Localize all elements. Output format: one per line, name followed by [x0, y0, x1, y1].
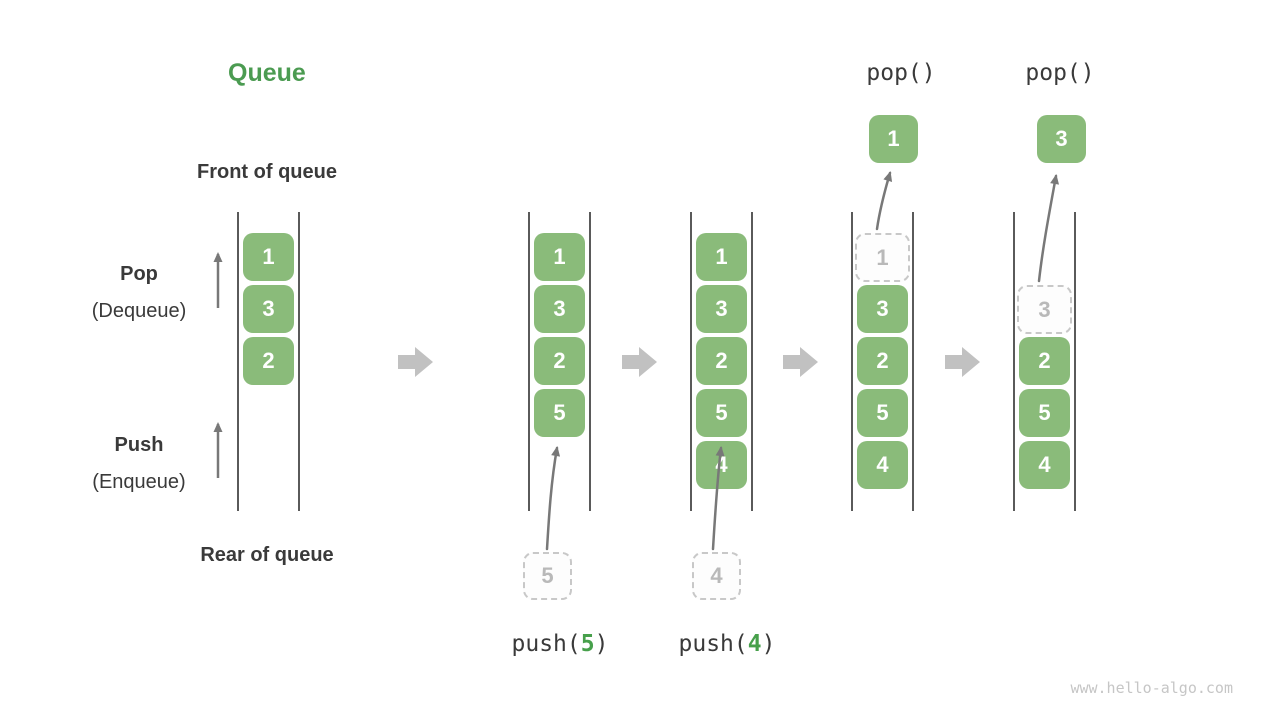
queue-state-4: 1 3 2 5 4: [851, 212, 914, 511]
queue-cell: 5: [1019, 389, 1070, 437]
push-4-code-label: push(4): [678, 631, 776, 657]
queue-cell: 2: [534, 337, 585, 385]
queue-cell-removed: 1: [855, 233, 910, 282]
pop-label: Pop: [120, 263, 158, 285]
pop-code-label: pop(): [866, 60, 936, 86]
pending-push-element: 4: [692, 552, 741, 600]
queue-cell: 1: [696, 233, 747, 281]
queue-cell: 4: [1019, 441, 1070, 489]
queue-left-rail: [1013, 212, 1015, 511]
pending-push-element: 5: [523, 552, 572, 600]
queue-state-5: 3 2 5 4: [1013, 212, 1076, 511]
next-state-arrow-icon: [945, 347, 980, 377]
queue-left-rail: [690, 212, 692, 511]
queue-left-rail: [237, 212, 239, 511]
queue-left-rail: [528, 212, 530, 511]
queue-cell: 3: [534, 285, 585, 333]
queue-cell: 5: [857, 389, 908, 437]
queue-cell: 5: [696, 389, 747, 437]
next-state-arrow-icon: [783, 347, 818, 377]
rear-of-queue-label: Rear of queue: [200, 544, 334, 566]
queue-cell: 5: [534, 389, 585, 437]
queue-right-rail: [751, 212, 753, 511]
queue-cell: 1: [243, 233, 294, 281]
queue-right-rail: [589, 212, 591, 511]
push-label: Push: [114, 434, 164, 456]
pop-operation-label: Pop (Dequeue): [59, 262, 219, 323]
queue-cell-removed: 3: [1017, 285, 1072, 334]
queue-cell: 1: [534, 233, 585, 281]
popped-element: 3: [1037, 115, 1086, 163]
queue-cell: 3: [696, 285, 747, 333]
pop-code-label: pop(): [1025, 60, 1095, 86]
queue-state-2: 1 3 2 5: [528, 212, 591, 511]
queue-right-rail: [1074, 212, 1076, 511]
dequeue-label: (Dequeue): [91, 300, 187, 322]
diagram-title: Queue: [228, 59, 306, 87]
enqueue-label: (Enqueue): [92, 471, 186, 493]
watermark: www.hello-algo.com: [1070, 679, 1233, 697]
queue-state-1: 1 3 2: [237, 212, 300, 511]
push-operation-label: Push (Enqueue): [59, 433, 219, 494]
queue-right-rail: [912, 212, 914, 511]
popped-element: 1: [869, 115, 918, 163]
queue-cell: 4: [696, 441, 747, 489]
front-of-queue-label: Front of queue: [197, 161, 337, 183]
push-5-code-label: push(5): [511, 631, 609, 657]
next-state-arrow-icon: [622, 347, 657, 377]
queue-cell: 2: [243, 337, 294, 385]
queue-cell: 3: [857, 285, 908, 333]
next-state-arrow-icon: [398, 347, 433, 377]
queue-left-rail: [851, 212, 853, 511]
queue-cell: 2: [857, 337, 908, 385]
queue-cell: 2: [696, 337, 747, 385]
queue-right-rail: [298, 212, 300, 511]
queue-cell: 3: [243, 285, 294, 333]
queue-state-3: 1 3 2 5 4: [690, 212, 753, 511]
queue-cell: 4: [857, 441, 908, 489]
queue-cell: 2: [1019, 337, 1070, 385]
